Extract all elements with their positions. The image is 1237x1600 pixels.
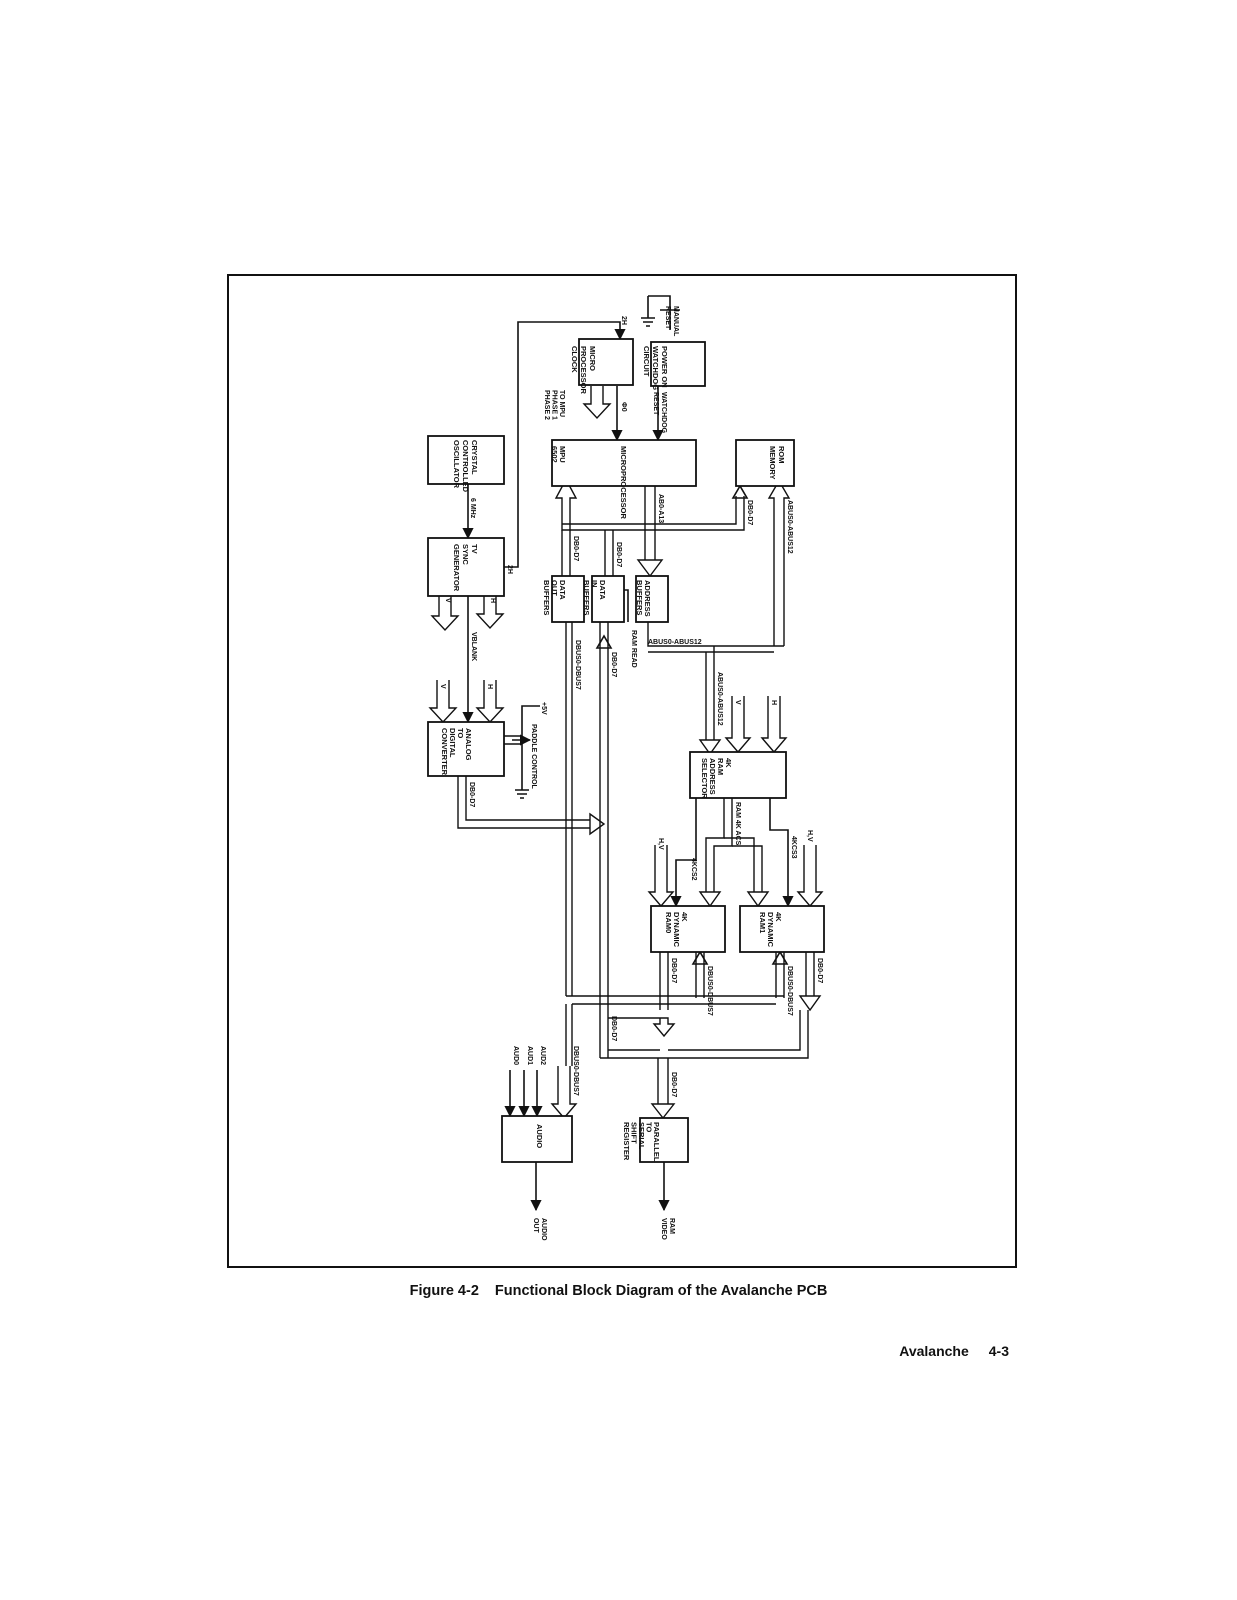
label-phi0: Φ0: [620, 402, 627, 412]
label-hv-ram1: H,V: [806, 830, 813, 842]
diagram-frame: [227, 274, 1017, 1268]
block-address-buffers: ADDRESSBUFFERS: [635, 575, 669, 623]
label-db-ram1: DB0-D7: [816, 958, 823, 983]
svg-text:CRYSTALCONTROLLEDOSCILLATOR: CRYSTALCONTROLLEDOSCILLATOR: [452, 440, 479, 493]
label-db-rom: DB0-D7: [746, 500, 753, 525]
block-microprocessor: MPU6502 MICROPROCESSOR: [550, 439, 697, 520]
block-rom-memory: ROMMEMORY: [735, 439, 795, 487]
svg-text:MICROPROCESSOR: MICROPROCESSOR: [619, 446, 628, 520]
svg-text:ROMMEMORY: ROMMEMORY: [768, 446, 786, 479]
page-footer: Avalanche 4-3: [899, 1343, 1009, 1359]
block-tv-sync-generator: TVSYNCGENERATOR: [427, 537, 505, 597]
label-aud2: AUD2: [539, 1046, 546, 1065]
label-db-in: DB0-D7: [615, 542, 622, 567]
label-h-sync: H: [489, 598, 496, 603]
label-db-ram0: DB0-D7: [670, 958, 677, 983]
label-aud1: AUD1: [526, 1046, 533, 1065]
svg-text:MPU6502: MPU6502: [550, 446, 567, 463]
label-audio-out: AUDIOOUT: [532, 1218, 547, 1241]
label-dbus-out: DBUS0-DBUS7: [574, 640, 581, 690]
label-abus-rom: ABUS0-ABUS12: [786, 500, 793, 554]
block-power-on-watchdog: POWER ONWATCHDOGCIRCUIT: [642, 341, 706, 390]
label-v-sync: V: [444, 598, 451, 603]
block-shift-register: PARALLELTOSERIALSHIFTREGISTER: [622, 1117, 689, 1163]
label-cs3: 4KCS3: [790, 836, 797, 859]
block-data-in-buffers: DATAINBUFFERS: [582, 575, 625, 623]
label-ram-read: RAM READ: [630, 630, 637, 668]
label-phase-clocks: TO MPUPHASE 1PHASE 2: [543, 390, 565, 420]
label-dbus-ram0: DBUS0-DBUS7: [706, 966, 713, 1016]
label-ram-video: RAMVIDEO: [660, 1218, 675, 1240]
label-paddle-control: PADDLE CONTROL: [530, 724, 537, 790]
page-number: 4-3: [988, 1343, 1009, 1359]
label-ab-a13: AB0-A13: [657, 494, 664, 523]
svg-text:4KRAMADDRESSSELECTOR: 4KRAMADDRESSSELECTOR: [700, 758, 733, 799]
label-dbus-ram1: DBUS0-DBUS7: [786, 966, 793, 1016]
block-dynamic-ram-1: 4KDYNAMICRAM1: [739, 905, 825, 953]
label-abus-address-buffers: ABUS0-ABUS12: [648, 639, 702, 646]
svg-text:ADDRESSBUFFERS: ADDRESSBUFFERS: [635, 580, 652, 617]
label-abus-selector: ABUS0-ABUS12: [716, 672, 723, 726]
label-vblank: VBLANK: [470, 632, 477, 661]
label-hv-ram0: H,V: [657, 838, 664, 850]
signal-labels: MANUALRESET 2H Φ0 TO MPUPHASE 1PHASE 2 W…: [439, 306, 823, 1241]
svg-text:DATAOUTBUFFERS: DATAOUTBUFFERS: [542, 580, 567, 615]
svg-text:MICROPROCESSORCLOCK: MICROPROCESSORCLOCK: [570, 346, 597, 395]
label-db-ad: DB0-D7: [468, 782, 475, 807]
label-db-datain-lower: DB0-D7: [610, 1016, 617, 1041]
label-aud0: AUD0: [512, 1046, 519, 1065]
label-2h-sync: 2H: [506, 565, 513, 574]
block-ram-address-selector: 4KRAMADDRESSSELECTOR: [689, 751, 787, 799]
label-6mhz: 6 MHz: [469, 498, 476, 519]
label-h-selector: H: [770, 700, 777, 705]
label-db-in-bottom: DB0-D7: [610, 652, 617, 677]
label-v-selector: V: [734, 700, 741, 705]
label-plus-5v: +5V: [540, 702, 547, 715]
label-dbus-audio: DBUS0-DBUS7: [572, 1046, 579, 1096]
figure-number: Figure 4-2: [409, 1283, 479, 1299]
block-microprocessor-clock: MICROPROCESSORCLOCK: [570, 338, 634, 395]
svg-text:DATAINBUFFERS: DATAINBUFFERS: [582, 580, 607, 615]
svg-text:POWER ONWATCHDOGCIRCUIT: POWER ONWATCHDOGCIRCUIT: [642, 346, 669, 390]
label-watchdog-reset: WATCHDOGRESET: [652, 392, 667, 434]
block-data-out-buffers: DATAOUTBUFFERS: [542, 575, 585, 623]
figure-title: Functional Block Diagram of the Avalanch…: [494, 1283, 828, 1299]
svg-text:TVSYNCGENERATOR: TVSYNCGENERATOR: [452, 544, 479, 592]
svg-text:ANALOGTODIGITALCONVERTER: ANALOGTODIGITALCONVERTER: [440, 728, 473, 776]
figure-caption: Figure 4-2 Functional Block Diagram of th…: [0, 1283, 1237, 1299]
svg-text:AUDIO: AUDIO: [535, 1124, 544, 1148]
footer-title: Avalanche: [899, 1343, 969, 1359]
label-ram-4k-select: RAM 4K ACS: [734, 802, 741, 846]
svg-text:4KDYNAMICRAM1: 4KDYNAMICRAM1: [758, 912, 783, 948]
label-db-mpu: DB0-D7: [572, 536, 579, 561]
block-dynamic-ram-0: 4KDYNAMICRAM0: [650, 905, 726, 953]
label-2h-clock: 2H: [620, 316, 627, 325]
svg-text:PARALLELTOSERIALSHIFTREGISTER: PARALLELTOSERIALSHIFTREGISTER: [622, 1122, 661, 1162]
block-analog-to-digital-converter: ANALOGTODIGITALCONVERTER: [427, 721, 505, 777]
label-db-shift: DB0-D7: [670, 1072, 677, 1097]
label-cs2: 4KCS2: [690, 858, 697, 881]
block-audio: AUDIO: [501, 1115, 573, 1163]
label-manual-reset: MANUALRESET: [664, 306, 679, 337]
svg-text:4KDYNAMICRAM0: 4KDYNAMICRAM0: [664, 912, 689, 948]
block-crystal-oscillator: CRYSTALCONTROLLEDOSCILLATOR: [427, 435, 505, 493]
label-v-ad: V: [439, 684, 446, 689]
label-h-ad: H: [486, 684, 493, 689]
